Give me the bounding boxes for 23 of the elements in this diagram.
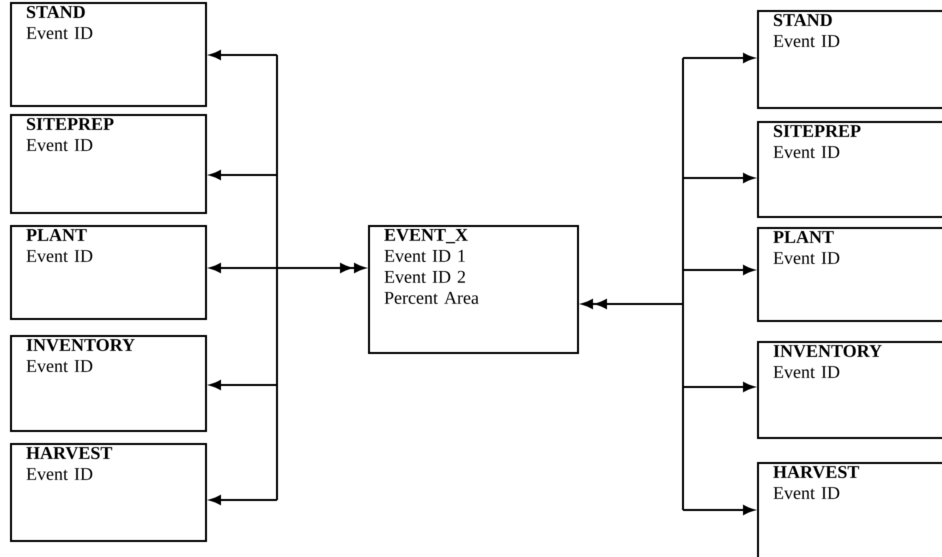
entity-box: HARVEST Event ID [757,462,942,557]
entity-box: EVENT_X Event ID 1 Event ID 2 Percent Area [368,225,579,354]
arrow [210,380,277,390]
entity-box: PLANT Event ID [10,225,207,320]
arrow [683,53,754,63]
entity-box: INVENTORY Event ID [757,341,942,439]
arrow [276,54,366,501]
entity-box: SITEPREP Event ID [757,121,942,218]
arrow [683,173,754,183]
arrow [210,50,277,60]
entity-box: PLANT Event ID [757,227,942,322]
arrow [683,265,754,275]
arrow [210,263,277,273]
arrow [683,382,754,392]
entity-box: HARVEST Event ID [10,443,207,542]
arrow [582,57,684,511]
arrow [210,495,277,505]
entity-box: SITEPREP Event ID [10,114,207,214]
arrow [683,505,754,515]
entity-box: STAND Event ID [10,2,207,107]
entity-box: INVENTORY Event ID [10,335,207,432]
arrow [210,170,277,180]
entity-box: STAND Event ID [757,10,942,109]
